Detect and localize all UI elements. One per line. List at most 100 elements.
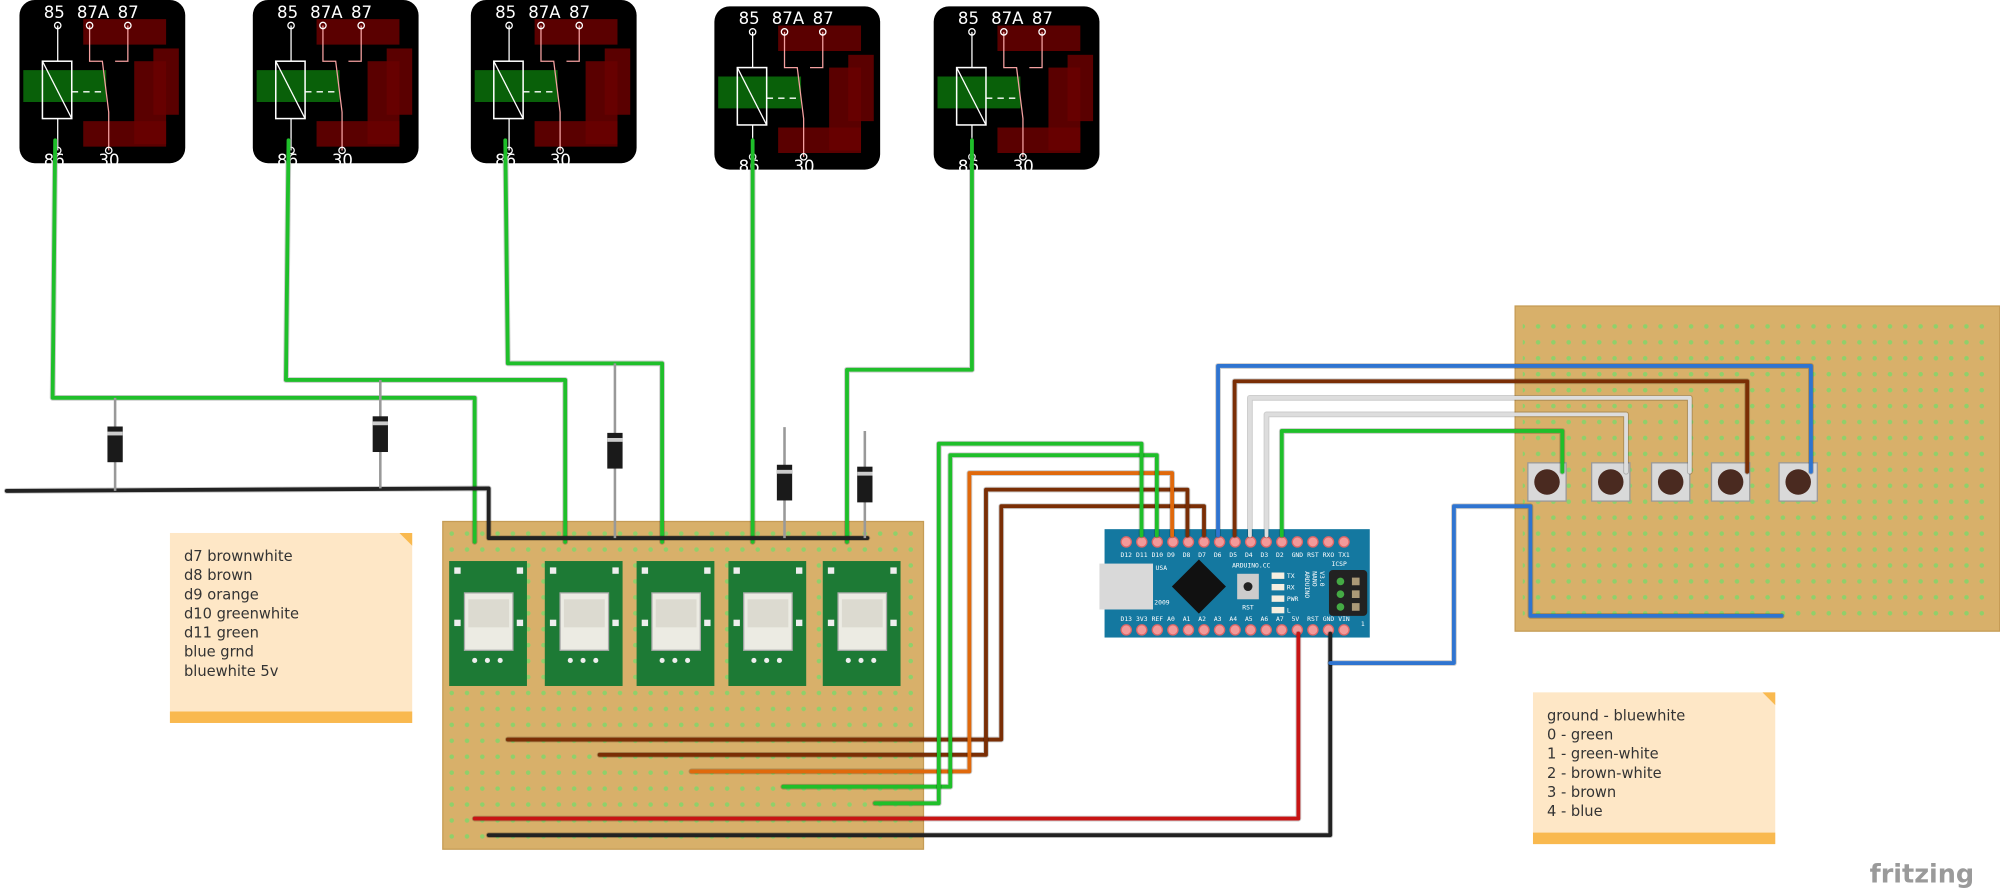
button1-wire[interactable] (1264, 412, 1628, 538)
pin-d8[interactable] (1182, 536, 1195, 548)
led-tx (1271, 572, 1285, 579)
pin-d9[interactable] (1167, 536, 1179, 548)
pin-label: A4 (1229, 615, 1237, 623)
pin-rst[interactable] (1307, 624, 1319, 636)
pin-rxo[interactable] (1322, 536, 1335, 548)
diode[interactable] (372, 379, 388, 489)
pin-gnd[interactable] (1291, 536, 1304, 548)
pin-d6[interactable] (1213, 536, 1226, 548)
d7-wire[interactable] (505, 504, 1206, 742)
pin-d12[interactable] (1120, 536, 1132, 548)
relay-module[interactable] (728, 561, 807, 686)
pin-label: D7 (1198, 551, 1206, 559)
led-label: RX (1287, 584, 1295, 592)
diode[interactable] (857, 430, 873, 539)
pin-vin[interactable] (1338, 624, 1350, 636)
button0-wire[interactable] (1279, 429, 1565, 538)
relay1-coil-wire[interactable] (50, 138, 477, 544)
note-line: 2 - brown-white (1547, 765, 1662, 782)
push-button[interactable] (1527, 462, 1567, 502)
button-ground-wire[interactable] (1328, 504, 1784, 665)
d10-wire[interactable] (781, 453, 1159, 789)
pin-label: VIN (1338, 615, 1350, 623)
relay-module[interactable] (449, 561, 527, 686)
note-left[interactable]: d7 brownwhite d8 brown d9 orange d10 greenw… (169, 532, 413, 723)
note-line: d7 brownwhite (184, 548, 293, 565)
pin-a4[interactable] (1229, 624, 1241, 636)
relay-pin-label-87: 87 (1032, 9, 1053, 28)
relay-pin-label-85: 85 (958, 9, 979, 28)
pin-rst[interactable] (1307, 536, 1319, 548)
pin-label: A3 (1214, 615, 1222, 623)
pin-label: A5 (1245, 615, 1253, 623)
button2-wire[interactable] (1248, 395, 1692, 538)
led-rx (1271, 583, 1285, 591)
relay-pin-label-85: 85 (44, 3, 65, 22)
relay3-coil-wire[interactable] (503, 138, 665, 544)
push-button[interactable] (1710, 462, 1751, 502)
pin-a1[interactable] (1182, 624, 1195, 636)
relay3-coil-wire-shadow (502, 137, 665, 545)
button3-wire[interactable] (1232, 379, 1750, 538)
fritzing-logo: fritzing (1870, 859, 1975, 889)
note-line: 0 - green (1547, 727, 1613, 744)
pin-label: REF (1152, 615, 1164, 623)
pin-a5[interactable] (1244, 624, 1257, 636)
relay-module[interactable] (636, 561, 715, 686)
board-label-icsp_pin1: 1 (1361, 620, 1365, 628)
push-button[interactable] (1590, 462, 1631, 502)
relay-pin-label-87: 87 (351, 3, 372, 22)
gnd-wire[interactable] (486, 631, 1333, 838)
diode[interactable] (776, 427, 793, 539)
push-button[interactable] (1650, 462, 1691, 502)
relay2-coil-wire[interactable] (284, 138, 568, 544)
pin-d13[interactable] (1120, 624, 1132, 636)
note-line: 4 - blue (1547, 803, 1603, 820)
note-line: d9 orange (184, 586, 259, 603)
note-line: bluewhite 5v (184, 663, 279, 680)
relay-module[interactable] (822, 561, 901, 686)
stripboard-right[interactable] (1514, 305, 2000, 632)
relay5-coil-wire[interactable] (845, 138, 974, 544)
pin-a3[interactable] (1213, 624, 1226, 636)
relay-module[interactable] (544, 561, 623, 686)
note-line: d11 green (184, 625, 259, 642)
relay-pin-label-85: 85 (495, 3, 516, 22)
d8-wire[interactable] (597, 487, 1190, 757)
pin-3v3[interactable] (1136, 624, 1148, 636)
relay-pin-label-87A: 87A (77, 3, 110, 22)
button-cap-icon (1657, 469, 1684, 495)
pin-label: D5 (1229, 551, 1237, 559)
pin-d4[interactable] (1244, 536, 1257, 548)
d11-wire[interactable] (873, 441, 1144, 806)
diode[interactable] (607, 363, 623, 539)
pin-ref[interactable] (1151, 624, 1164, 636)
usb-port (1099, 563, 1154, 610)
pin-a7[interactable] (1276, 624, 1288, 636)
diode[interactable] (107, 397, 123, 491)
pin-tx1[interactable] (1338, 536, 1350, 548)
diode-band-icon (107, 431, 123, 436)
pin-a2[interactable] (1198, 624, 1210, 636)
pin-label: RXO (1323, 551, 1335, 559)
board-model: ARDUINO (1303, 571, 1311, 598)
d9-wire[interactable] (689, 471, 1175, 774)
pin-label: D6 (1214, 551, 1222, 559)
ground-rail-wire[interactable] (4, 486, 870, 540)
pin-a6[interactable] (1260, 624, 1272, 636)
note-line: 3 - brown (1547, 784, 1616, 801)
button4-wire[interactable] (1216, 364, 1813, 538)
relay-pin-label-87A: 87A (991, 9, 1024, 28)
note-line: d10 greenwhite (184, 605, 299, 622)
pin-a0[interactable] (1167, 624, 1179, 636)
pin-label: RST (1307, 615, 1319, 623)
5v-wire[interactable] (472, 631, 1301, 821)
note-line: d8 brown (184, 567, 253, 584)
